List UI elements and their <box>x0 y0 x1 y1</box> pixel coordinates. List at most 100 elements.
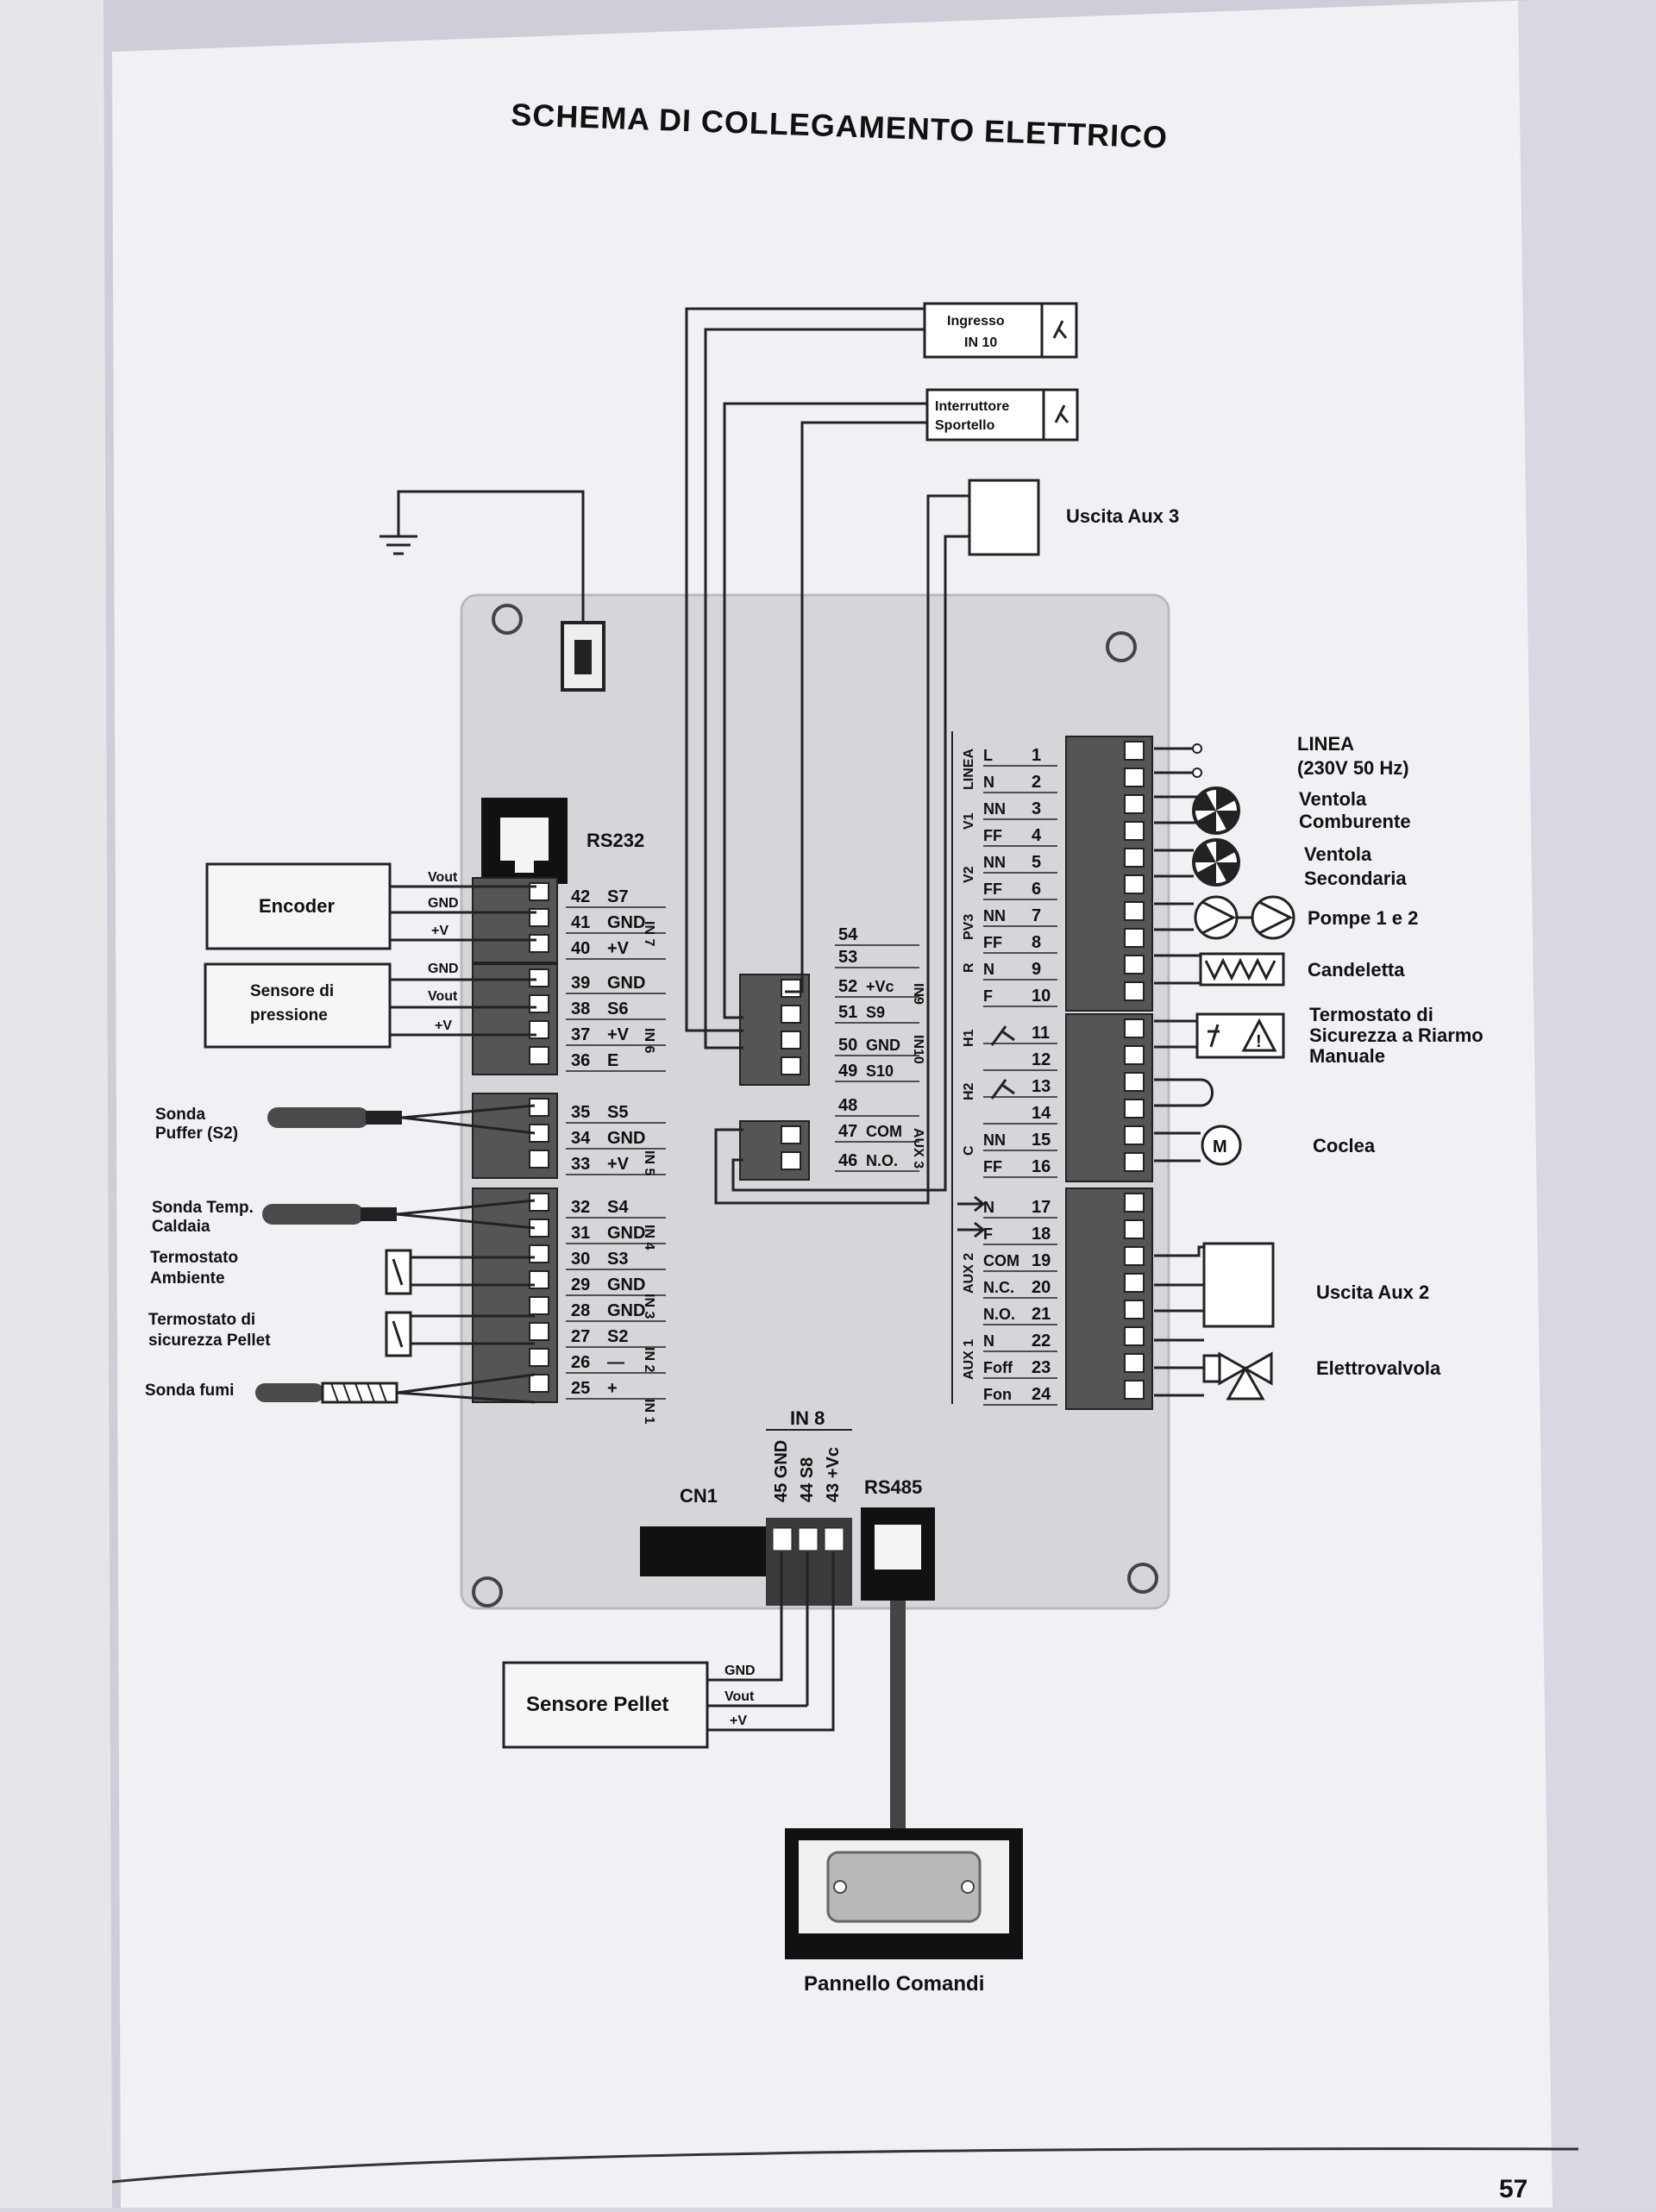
terminal-number: 16 <box>1032 1157 1051 1176</box>
mount-hole <box>1127 1563 1158 1594</box>
terminal-signal: +V <box>607 1155 630 1174</box>
aux3-wire <box>714 494 969 1205</box>
terminal-screw <box>1124 1326 1145 1346</box>
aux3-label: Uscita Aux 3 <box>1066 505 1179 527</box>
switch-icon <box>1054 404 1070 423</box>
terminal-signal: NN <box>983 907 1006 924</box>
terminal-number: 40 <box>571 939 590 958</box>
terminal-number: 12 <box>1032 1050 1051 1069</box>
terminal-screw <box>781 1125 801 1144</box>
encoder-box <box>205 862 392 950</box>
pressure-pin: Vout <box>428 989 458 1004</box>
terminal-number: 9 <box>1032 960 1041 979</box>
terminal-number: 13 <box>1032 1077 1051 1096</box>
terminal-screw <box>1124 1300 1145 1319</box>
in10-wire <box>685 307 925 1032</box>
pellet-pin: Vout <box>724 1689 755 1704</box>
in8-pin <box>824 1527 844 1551</box>
puffer-label-line2: Puffer (S2) <box>155 1125 238 1143</box>
puffer-wire <box>401 1104 536 1135</box>
terminal-screw <box>529 1296 549 1315</box>
fumi-label: Sonda fumi <box>145 1382 234 1400</box>
in8-pin-label: 43 +Vc <box>824 1447 843 1502</box>
terminal-signal: S9 <box>866 1004 885 1021</box>
termostato-label-line2: Sicurezza a Riarmo <box>1309 1025 1484 1046</box>
puffer-probe-cable <box>366 1111 402 1125</box>
termostato-switch-icon <box>1208 1024 1220 1048</box>
pannello-label: Pannello Comandi <box>804 1972 984 1996</box>
terminal-screw <box>529 994 549 1013</box>
right-devices: LINEA (230V 50 Hz) Ventola Comburente Ve… <box>1154 733 1484 1401</box>
terminal-number: 25 <box>571 1379 590 1398</box>
ventola-s-label-line2: Secondaria <box>1304 868 1407 889</box>
elettrovalvola-body-icon <box>1226 1365 1265 1401</box>
linea-label-line1: LINEA <box>1297 733 1354 755</box>
terminal-number: 26 <box>571 1353 590 1372</box>
terminal-number: 29 <box>571 1275 590 1294</box>
terminal-number: 53 <box>838 948 857 967</box>
mount-hole <box>1106 631 1137 662</box>
terminal-signal: L <box>983 747 993 764</box>
terminal-number: 51 <box>838 1003 857 1022</box>
fuse-element <box>574 640 592 674</box>
terminal-screw <box>1124 1152 1145 1172</box>
pellet-pin: +V <box>730 1714 747 1728</box>
pellet-thermostat-wire <box>411 1314 535 1345</box>
sensore-pellet-label: Sensore Pellet <box>526 1693 668 1716</box>
terminal-screw <box>529 1244 549 1263</box>
terminal-screw <box>781 1056 801 1075</box>
rs485-cable <box>890 1601 906 1830</box>
ventola-c-label-line2: Comburente <box>1299 811 1411 832</box>
ground-icon <box>380 511 417 555</box>
caldaia-probe-cable <box>361 1207 397 1221</box>
input-group-label: IN 2 <box>642 1347 656 1372</box>
left-page-edge <box>0 0 112 2208</box>
pellet-thermostat-label-line2: sicurezza Pellet <box>148 1332 271 1350</box>
terminal-number: 30 <box>571 1250 590 1269</box>
terminal-screw <box>1124 1045 1145 1065</box>
terminal-screw <box>1124 928 1145 948</box>
input-group-label: IN 4 <box>642 1225 656 1250</box>
warning-mark-icon: ! <box>1256 1032 1262 1051</box>
termostato-label-line1: Termostato di <box>1309 1004 1433 1025</box>
terminal-number: 10 <box>1032 987 1051 1006</box>
terminal-screw <box>781 1005 801 1024</box>
terminal-screw <box>781 979 801 998</box>
ambiente-switch-icon <box>392 1258 404 1286</box>
terminal-signal: F <box>983 987 993 1005</box>
terminal-number: 11 <box>1032 1024 1050 1043</box>
ambiente-wire <box>411 1256 535 1287</box>
aux3-wire <box>731 535 969 1192</box>
rs232-label: RS232 <box>586 830 644 851</box>
terminal-signal: +V <box>607 939 630 958</box>
terminal-signal: NN <box>983 1131 1006 1149</box>
ventola-s-wire <box>1154 849 1194 878</box>
output-group-label: AUX 1 <box>962 1339 976 1380</box>
pannello-display <box>826 1851 982 1923</box>
terminal-number: 36 <box>571 1051 590 1070</box>
terminal-signal: + <box>607 1379 618 1398</box>
pressure-pin: +V <box>435 1018 452 1033</box>
terminal-signal: S5 <box>607 1103 628 1122</box>
page-shadow <box>1518 0 1656 2208</box>
encoder-pin: GND <box>428 896 459 911</box>
sportello-box <box>925 388 1079 442</box>
ventola-s-label-line1: Ventola <box>1304 843 1372 865</box>
terminal-number: 6 <box>1032 880 1041 899</box>
bottom-devices: Sensore Pellet GND Vout +V Pannello Coma… <box>502 1601 1023 1996</box>
terminal-signal: GND <box>607 974 645 993</box>
terminal-screw <box>1124 821 1145 841</box>
in8-pin <box>798 1527 819 1551</box>
terminal-signal: S10 <box>866 1062 894 1080</box>
terminal-signal: N <box>983 961 994 978</box>
terminal-signal: S4 <box>607 1198 629 1217</box>
linea-label-line2: (230V 50 Hz) <box>1297 757 1409 779</box>
terminal-screw <box>1124 955 1145 974</box>
output-group-label: R <box>962 962 976 973</box>
terminal-signal: S2 <box>607 1327 628 1346</box>
terminal-screw <box>1124 901 1145 921</box>
terminal-number: 41 <box>571 913 590 932</box>
sensore-pellet-box <box>502 1661 709 1749</box>
terminal-number: 49 <box>838 1062 857 1081</box>
pellet-wire <box>707 1671 835 1732</box>
